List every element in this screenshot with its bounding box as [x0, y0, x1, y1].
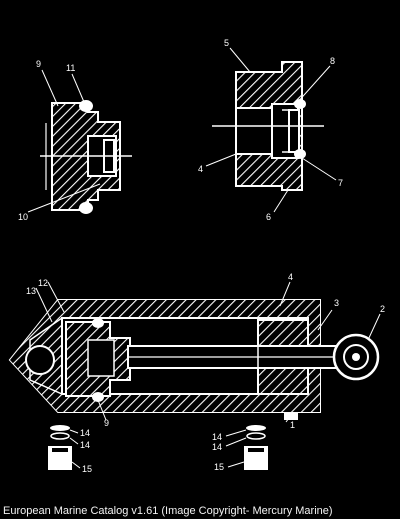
callout-14b: 14: [80, 440, 90, 450]
callout-9a: 9: [36, 59, 41, 69]
callout-15a: 15: [82, 464, 92, 474]
callout-3: 3: [334, 298, 339, 308]
callout-5: 5: [224, 38, 229, 48]
callout-11: 11: [66, 63, 75, 73]
callout-6: 6: [266, 212, 271, 222]
hydraulic-cylinder-diagram: 9 11 10 5 8 4 7 6 12 13 4 3 2 9 1 14 14 …: [8, 38, 385, 474]
cylinder-assembly: [8, 299, 380, 420]
piston-detail: [40, 100, 132, 214]
callouts: 9 11 10 5 8 4 7 6 12 13 4 3 2 9 1 14 14 …: [18, 38, 385, 474]
callout-8: 8: [330, 56, 335, 66]
callout-1: 1: [290, 420, 295, 430]
callout-7: 7: [338, 178, 343, 188]
diagram-viewer: 9 11 10 5 8 4 7 6 12 13 4 3 2 9 1 14 14 …: [8, 38, 386, 474]
fittings: [48, 425, 268, 470]
callout-4a: 4: [198, 164, 203, 174]
image-caption: European Marine Catalog v1.61 (Image Cop…: [3, 505, 333, 517]
callout-12: 12: [38, 278, 48, 288]
callout-13: 13: [26, 286, 36, 296]
endcap-detail: [212, 61, 324, 191]
callout-10: 10: [18, 212, 28, 222]
callout-15b: 15: [214, 462, 224, 472]
callout-4b: 4: [288, 272, 293, 282]
leader-lines: [27, 47, 381, 469]
callout-14a: 14: [80, 428, 90, 438]
callout-2: 2: [380, 304, 385, 314]
callout-14d: 14: [212, 442, 222, 452]
callout-9b: 9: [104, 418, 109, 428]
callout-14c: 14: [212, 432, 222, 442]
